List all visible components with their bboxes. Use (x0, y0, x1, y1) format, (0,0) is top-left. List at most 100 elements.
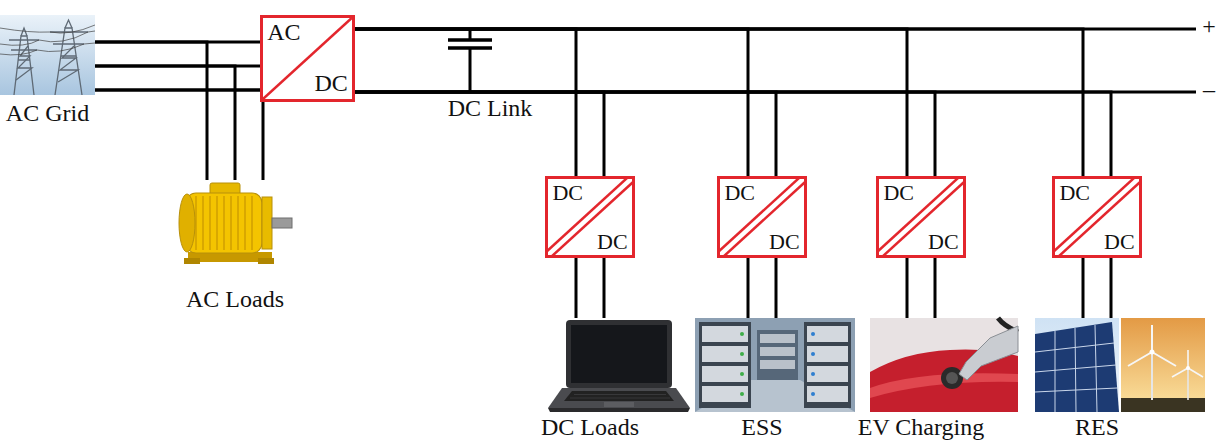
ess-photo (699, 322, 751, 408)
ess-photo (811, 332, 815, 336)
component-caption: RES (1075, 414, 1119, 442)
ess-photo (740, 352, 744, 356)
power-line (576, 258, 604, 318)
capacitor-symbol (448, 40, 492, 48)
ess-photo (740, 332, 744, 336)
wind-turbine-photo (1186, 366, 1190, 370)
ess-photo (811, 392, 815, 396)
ess-photo (807, 386, 848, 402)
ess-photo (760, 347, 795, 356)
ac-motor-picture (179, 194, 195, 252)
ev-charging-photo (959, 326, 1018, 380)
laptop-picture (571, 325, 667, 383)
ac-motor-picture (196, 196, 252, 250)
ac-motor-picture (179, 183, 292, 264)
ess-photo (740, 372, 744, 376)
laptop-picture (566, 320, 672, 388)
power-line (355, 29, 935, 176)
polarity-label: + (1202, 13, 1216, 41)
ac-grid-photo (0, 15, 95, 95)
converter-port-label: DC (597, 229, 628, 254)
ess-photo (811, 372, 815, 376)
converter-port-label: DC (769, 229, 800, 254)
component-caption: AC Loads (186, 286, 284, 314)
ac-grid-photo (50, 32, 88, 56)
solar-panel-photo (1035, 318, 1119, 412)
ess-node: ESS (692, 318, 832, 442)
component-label: DC Link (448, 95, 533, 123)
wind-turbine-photo (1128, 325, 1176, 366)
dc-loads-node: DC Loads (520, 318, 660, 442)
ess-photo (811, 352, 815, 356)
converter-port-label: DC (315, 70, 348, 98)
dc-dc-converter: DC DC (876, 176, 965, 258)
wind-turbine-photo (1172, 350, 1203, 377)
ac-grid-photo (0, 15, 95, 95)
wind-turbine-photo (1121, 318, 1205, 412)
component-caption: DC Loads (541, 414, 639, 442)
converter-port-label: DC (883, 180, 914, 205)
converter-port-label: DC (1059, 180, 1090, 205)
solar-panel-photo (1035, 322, 1119, 412)
ess-photo (760, 334, 795, 343)
converter-slash (263, 18, 352, 99)
power-line (355, 29, 776, 176)
ac-grid-photo (58, 46, 78, 82)
capacitor-symbol (448, 29, 492, 92)
ev-charging-photo (941, 367, 963, 389)
ev-charging-photo (870, 318, 1018, 412)
wind-turbine-photo (1121, 398, 1205, 412)
ess-photo (702, 326, 748, 342)
dc-dc-converter: DC DC (1052, 176, 1141, 258)
laptop-picture (548, 408, 690, 412)
ac-grid-photo (55, 28, 82, 95)
component-caption: ESS (741, 414, 782, 442)
power-line (907, 258, 935, 318)
ac-motor-picture (186, 193, 262, 253)
solar-panel-photo (1035, 318, 1119, 412)
laptop-picture (604, 402, 634, 407)
ess-photo (757, 330, 798, 380)
power-line (95, 42, 263, 180)
laptop-picture (570, 395, 670, 399)
ac-motor-picture (258, 258, 274, 264)
ac-motor-picture (184, 258, 200, 264)
power-line (748, 258, 776, 318)
converter-port-label: DC (724, 180, 755, 205)
dc-dc-converter: DC DC (545, 176, 634, 258)
component-caption: EV Charging (858, 414, 984, 442)
ev-charging-node: EV Charging (851, 318, 991, 442)
wind-turbine-photo (1121, 318, 1205, 412)
laptop-picture (548, 388, 690, 408)
converter-port-label: AC (267, 19, 300, 47)
wind-turbine-photo (1187, 368, 1189, 400)
ess-photo (702, 386, 748, 402)
ess-photo (702, 366, 748, 382)
ess-photo (695, 318, 855, 412)
wind-turbine-photo (1150, 350, 1155, 355)
converter-port-label: DC (552, 180, 583, 205)
converter-port-label: DC (928, 229, 959, 254)
ess-photo (695, 318, 855, 412)
solar-panel-photo (1035, 325, 1117, 412)
wind-turbine-photo (1151, 352, 1153, 400)
ess-photo (804, 322, 851, 408)
ess-photo (760, 360, 795, 369)
ess-photo (807, 346, 848, 362)
ess-photo (740, 392, 744, 396)
component-caption: AC Grid (6, 100, 89, 128)
ac-motor-picture (272, 218, 292, 228)
dc-dc-converter: DC DC (717, 176, 806, 258)
res-node: RES (1027, 318, 1167, 442)
ess-photo (702, 346, 748, 362)
ac-dc-converter: AC DC (260, 15, 355, 102)
ess-photo (807, 366, 848, 382)
dc-bus (345, 29, 1196, 92)
ac-grid-node: AC Grid (0, 15, 95, 128)
power-line (355, 29, 604, 176)
ev-charging-photo (870, 318, 1018, 412)
power-line (355, 29, 1111, 176)
ac-grid-photo (65, 20, 72, 28)
converter-port-label: DC (1104, 229, 1135, 254)
